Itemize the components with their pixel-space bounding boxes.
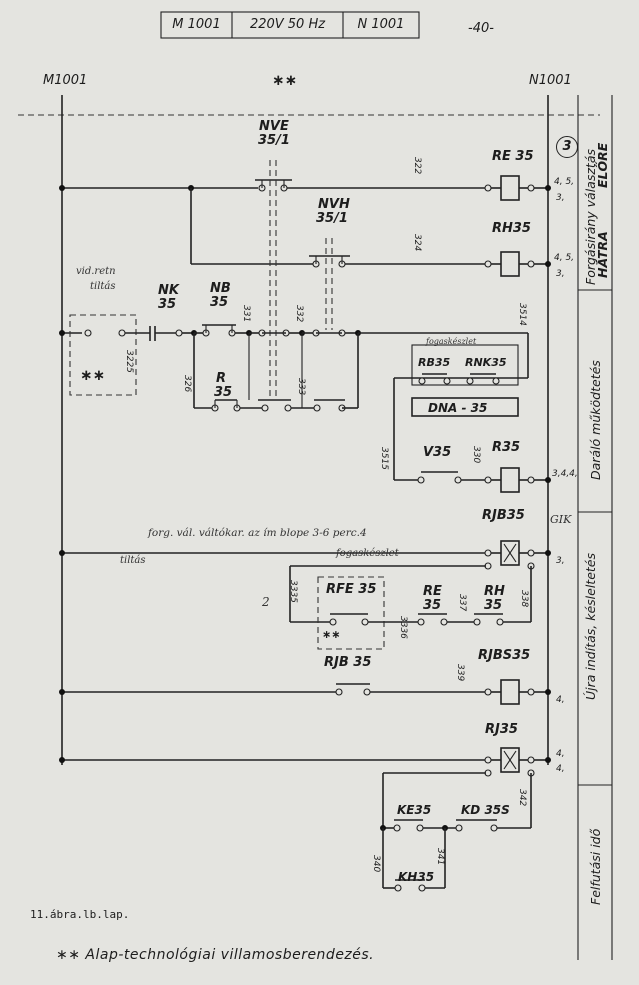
header-box (160, 11, 420, 39)
ref-row3: 3,4,4, (552, 469, 578, 479)
label-rh: RH (484, 584, 505, 599)
wire-326: 326 (182, 375, 192, 393)
side-label-reverse: HÁTRA (595, 231, 610, 278)
side-label-runup: Felfutási idő (588, 828, 603, 905)
side-label-restart: Újra indítás, késleltetés (583, 553, 598, 700)
wire-339: 339 (455, 664, 465, 682)
label-nvh: NVH (318, 197, 350, 212)
label-nvh-num: 35/1 (316, 211, 348, 226)
label-r-num: 35 (214, 385, 233, 400)
label-dna: DNA - 35 (428, 401, 488, 415)
label-relay-rh35: RH35 (492, 221, 531, 236)
label-relay-rjb35: RJB35 (482, 508, 525, 523)
ref-row2b: 3, (556, 269, 565, 279)
wire-338: 338 (519, 590, 529, 608)
label-r: R (216, 371, 227, 386)
wire-3335: 3335 (288, 580, 298, 603)
label-nk-num: 35 (158, 297, 177, 312)
note-gik: GIK (550, 513, 572, 526)
label-rfe35: RFE 35 (326, 582, 377, 597)
label-nve-num: 35/1 (258, 133, 290, 148)
page-number: -40- (468, 21, 494, 36)
label-rjb35-contact: RJB 35 (324, 655, 372, 670)
header-line-m: M 1001 (172, 17, 221, 32)
stars-nk-box: ∗∗ (80, 366, 106, 384)
label-relay-rjbs35: RJBS35 (478, 648, 531, 663)
wire-340: 340 (371, 855, 381, 873)
note-forg-valtokar: forg. vál. váltókar. az ím blope 3-6 per… (148, 527, 367, 539)
label-nk: NK (158, 283, 179, 298)
label-kd35s: KD 35S (461, 803, 510, 817)
header-line-n: N 1001 (357, 17, 405, 32)
label-rnk35: RNK35 (465, 356, 507, 369)
label-re: RE (423, 584, 442, 599)
ref-row1b: 3, (556, 193, 565, 203)
side-label-forward: ELŐRE (595, 142, 610, 188)
label-v35: V35 (423, 445, 452, 460)
wire-333: 333 (296, 378, 306, 396)
label-rh-num: 35 (484, 598, 503, 613)
wire-331: 331 (241, 305, 251, 323)
rail-stars: ∗∗ (272, 71, 298, 89)
figure-reference: 11.ábra.lb.lap. (30, 908, 130, 921)
label-rb35: RB35 (418, 356, 451, 369)
ref-row5: 4, (556, 695, 565, 705)
legend-text: ∗∗ Alap-technológiai villamosberendezés. (56, 947, 375, 963)
note-tiltas-2: tiltás (120, 555, 146, 566)
wire-342: 342 (517, 789, 527, 807)
note-vid-retn: vid.retn (76, 266, 116, 277)
label-relay-r35: R35 (492, 440, 521, 455)
ref-row4: 3, (556, 556, 565, 566)
wire-3336: 3336 (398, 616, 408, 639)
stars-rfe-box: ∗∗ (322, 628, 341, 641)
header-voltage: 220V 50 Hz (249, 17, 326, 32)
wire-322: 322 (412, 157, 422, 175)
section-number: 3 (556, 136, 578, 158)
wire-330: 330 (471, 446, 481, 464)
label-relay-rj35: RJ35 (485, 722, 518, 737)
rail-right-label: N1001 (529, 73, 572, 88)
note-tiltas-1: tiltás (90, 281, 116, 292)
label-nve: NVE (259, 119, 289, 134)
wire-337: 337 (457, 594, 467, 612)
ref-row1: 4, 5, (554, 177, 575, 187)
wire-324: 324 (412, 234, 422, 252)
ref-row2: 4, 5, (554, 253, 575, 263)
wire-341: 341 (435, 848, 445, 866)
ref-row6: 4, (556, 749, 565, 759)
note-fogaskeszlet: fogaskészlet (336, 548, 399, 559)
wire-332: 332 (294, 305, 304, 323)
note-ojjek: fogaskészlet (426, 337, 477, 346)
label-ke35: KE35 (397, 803, 432, 817)
label-re-num: 35 (423, 598, 442, 613)
wire-3225: 3225 (124, 350, 134, 373)
side-label-crusher: Daráló működtetés (588, 360, 603, 480)
wire-3515: 3515 (379, 447, 389, 470)
ref-row6b: 4, (556, 764, 565, 774)
label-nb: NB (210, 281, 231, 296)
wire-3514: 3514 (517, 303, 527, 326)
label-nb-num: 35 (210, 295, 229, 310)
rail-left-label: M1001 (43, 73, 88, 88)
label-kh35: KH35 (398, 870, 435, 884)
label-relay-re35: RE 35 (492, 149, 534, 164)
note-two: 2 (262, 595, 270, 609)
